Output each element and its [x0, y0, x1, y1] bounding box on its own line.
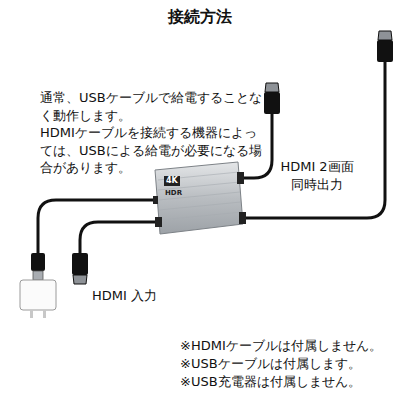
usb-note: HDMIケーブルを接続する機器によっては、USBによる給電が必要になる場合があり… [40, 124, 262, 177]
hdmi-cable [244, 60, 385, 218]
hdmi-plug [72, 253, 88, 284]
accessory-note: ※USB充電器は付属しません。 [180, 373, 361, 391]
page-title: 接続方法 [0, 8, 400, 26]
device-badge: HDR [165, 189, 182, 198]
output-label: HDMI 2画面 同時出力 [278, 158, 356, 193]
input-label: HDMI 入力 [92, 287, 157, 305]
accessory-note: ※USBケーブルは付属します。 [180, 355, 361, 373]
accessory-note: ※HDMIケーブルは付属しません。 [180, 337, 382, 355]
splitter-device [153, 162, 246, 234]
hdmi-plug [377, 31, 393, 62]
hdmi-plug [264, 83, 280, 114]
device-badge: 4K [164, 176, 180, 186]
usb-cable [38, 200, 156, 255]
hdmi-cable [80, 222, 160, 255]
usb-charger [20, 253, 56, 318]
usb-note: 通常、USBケーブルで給電することなく動作します。 [40, 89, 262, 124]
